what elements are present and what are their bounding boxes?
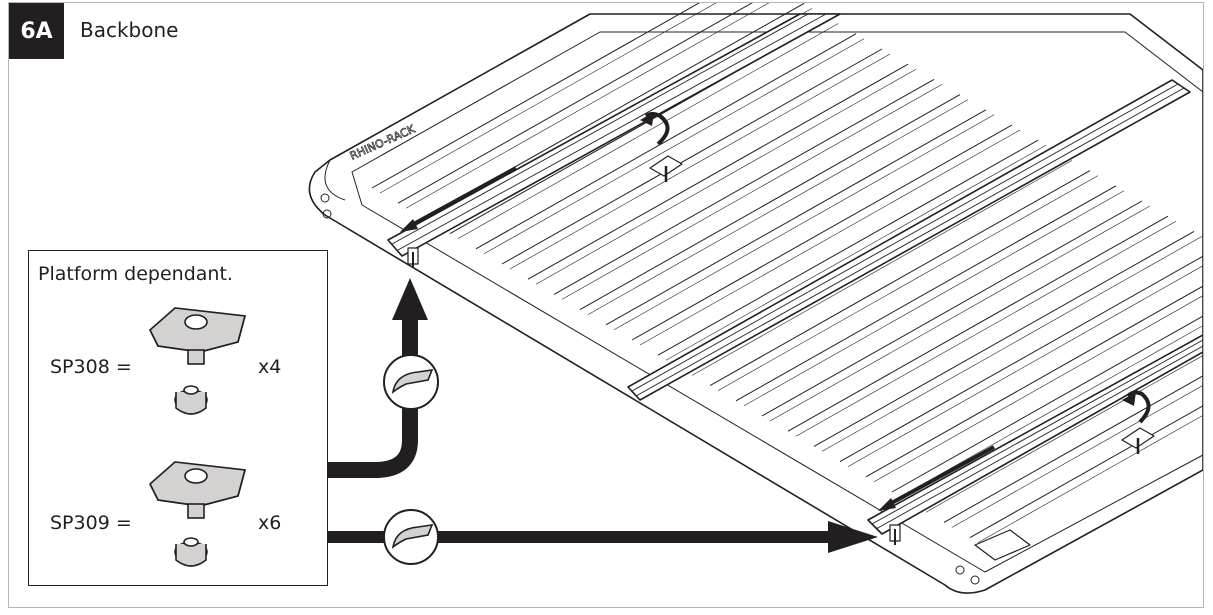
rack-slat	[397, 3, 753, 204]
rack-slat	[735, 185, 1117, 402]
rack-slat-edge	[847, 265, 1203, 467]
rack-slat	[969, 405, 1203, 539]
rack-slat-edge	[405, 3, 770, 209]
rack-slat-edge	[379, 3, 717, 194]
slide-arrow-icon	[400, 166, 995, 511]
rack-slat-edge	[899, 325, 1203, 498]
rack-slat-edge	[535, 68, 917, 285]
rack-slat-edge	[743, 190, 1125, 407]
parts-note: Platform dependant.	[38, 263, 233, 285]
rack-slat-edge	[717, 175, 1099, 391]
rack-slat	[943, 375, 1203, 523]
rack-slat	[761, 200, 1143, 417]
step-number-badge: 6A	[9, 3, 64, 59]
rack-slat	[787, 215, 1169, 432]
rack-slat-edge	[769, 205, 1151, 422]
part-quantity-sp309: x6	[258, 512, 282, 534]
rack-slat	[813, 230, 1195, 447]
rack-slat-edge	[873, 295, 1203, 483]
flange-nut-part-icon	[174, 537, 208, 567]
flange-nut-part-icon	[174, 385, 208, 415]
rack-slat	[605, 109, 987, 326]
rack-slat	[631, 124, 1013, 341]
rack-slat-edge	[561, 84, 943, 300]
rack-slat-edge	[483, 38, 865, 255]
rack-slat	[553, 78, 935, 295]
rack-slat-edge	[639, 129, 1021, 346]
rack-slat-edge	[509, 53, 891, 270]
part-code-sp308: SP308 =	[50, 356, 132, 378]
rack-slat	[579, 94, 961, 311]
rack-slat	[839, 255, 1203, 463]
instruction-frame	[8, 2, 1204, 608]
rack-slat-edge	[691, 160, 1073, 376]
rack-slat-edge	[795, 220, 1177, 437]
rotate-arrow-icon	[644, 112, 1151, 424]
rack-slat-edge	[977, 414, 1203, 543]
rack-slat	[709, 170, 1091, 387]
rack-slat-edge	[925, 355, 1203, 513]
part-quantity-sp308: x4	[258, 356, 282, 378]
rack-slat-edge	[821, 236, 1203, 452]
step-title: Backbone	[80, 18, 179, 42]
t-bolt-part-icon	[149, 307, 247, 365]
rack-slat	[527, 63, 909, 280]
rack-slat-edge	[457, 23, 839, 239]
rack-slat	[371, 3, 700, 189]
rack-slat-edge	[665, 144, 1047, 361]
rack-slat-edge	[613, 114, 995, 331]
rack-slat-edge	[587, 99, 969, 315]
rack-slat	[475, 33, 857, 250]
hand-tool-icon	[383, 354, 439, 565]
t-bolt-part-icon	[149, 461, 247, 519]
part-code-sp309: SP309 =	[50, 512, 132, 534]
parts-panel	[28, 250, 328, 586]
rack-slat	[501, 48, 883, 265]
rack-slat	[657, 139, 1039, 356]
rack-slat	[865, 285, 1203, 478]
rack-slat	[891, 315, 1203, 493]
